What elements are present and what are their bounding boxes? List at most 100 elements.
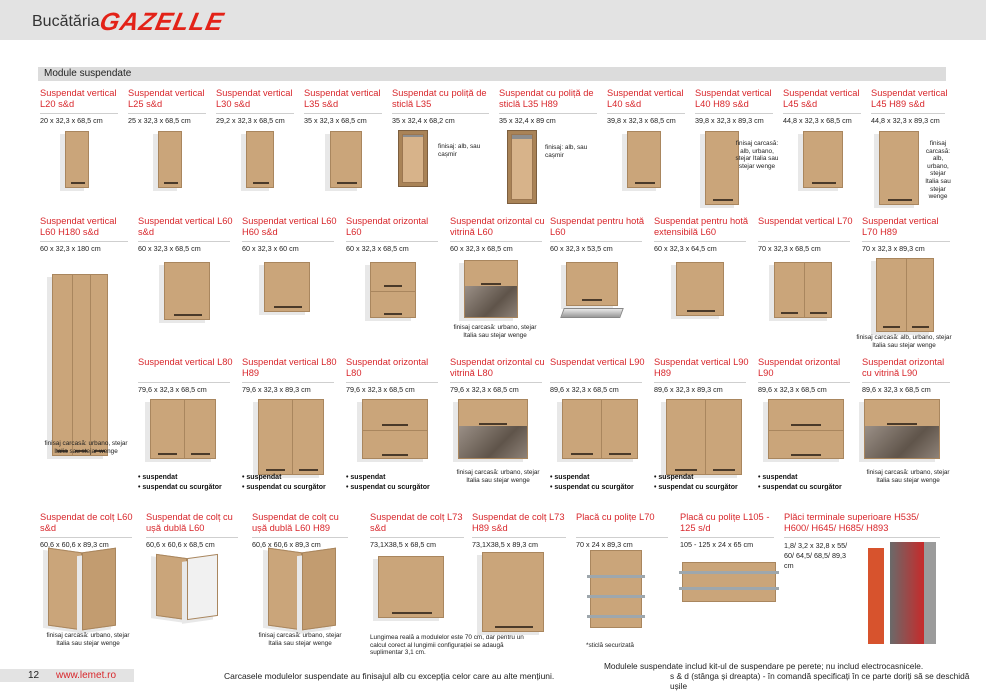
cabinet-image: [370, 262, 416, 318]
handle: [94, 450, 106, 452]
title-rule: [576, 537, 668, 538]
option-with-drainer: • suspendat cu scurgător: [346, 484, 430, 491]
handle: [480, 283, 502, 286]
door-seam: [705, 400, 706, 474]
product-dimensions: 60,6 x 60,6 x 89,3 cm: [252, 540, 321, 549]
product-dimensions: 60 x 32,3 x 180 cm: [40, 244, 101, 253]
website-link[interactable]: www.lemet.ro: [56, 670, 117, 681]
handle: [780, 312, 799, 314]
option-suspended: • suspendat: [654, 474, 694, 481]
corner-cabinet-left: [48, 547, 82, 631]
product-dimensions: 79,6 x 32,3 x 68,5 cm: [450, 385, 519, 394]
handle: [570, 453, 594, 455]
cabinet-image: [774, 262, 832, 318]
cabinet-image: [879, 131, 919, 205]
handle: [582, 299, 602, 301]
title-rule: [370, 537, 464, 538]
handle: [384, 313, 402, 315]
glass-shelf: [679, 587, 779, 590]
handle: [56, 450, 68, 452]
range-hood: [560, 308, 624, 318]
handle: [888, 199, 912, 201]
corner-cabinet-right: [187, 553, 218, 621]
shelf-board-image: [679, 562, 779, 602]
glass-shelf: [587, 595, 645, 598]
product-dimensions: 70 x 32,3 x 68,5 cm: [758, 244, 821, 253]
handle: [911, 326, 930, 328]
handle: [712, 469, 736, 471]
glass-shelf: [587, 575, 645, 578]
handle: [608, 453, 632, 455]
product-dimensions: 89,6 x 32,3 x 68,5 cm: [862, 385, 931, 394]
title-rule: [758, 241, 850, 242]
row3-item: Suspendat orizontal cu vitrină L90 89,6 x…: [862, 357, 954, 507]
product-dimensions: 39,8 x 32,3 x 68,5 cm: [607, 116, 676, 125]
product-name: Suspendat vertical L60 s&d: [138, 216, 233, 237]
corner-cabinet-left: [268, 547, 302, 631]
finish-note: finisaj carcasă: urbano, stejar Italia s…: [456, 469, 540, 484]
door-seam: [601, 400, 602, 458]
option-with-drainer: • suspendat cu scurgător: [654, 484, 738, 491]
option-with-drainer: • suspendat cu scurgător: [138, 484, 222, 491]
glass-shelf: [512, 137, 532, 139]
finish-note: finisaj carcasă: alb, urbano, stejar Ita…: [925, 140, 951, 201]
cabinet-image: [65, 131, 89, 188]
cabinet-image: [803, 131, 843, 188]
glass-shelf: [512, 135, 532, 137]
cabinet-image: [150, 399, 216, 459]
product-dimensions: 60 x 32,3 x 68,5 cm: [450, 244, 513, 253]
title-rule: [550, 382, 642, 383]
product-name: Suspendat de colț L60 s&d: [40, 512, 133, 533]
door-seam: [906, 259, 907, 331]
title-rule: [346, 382, 438, 383]
title-rule: [146, 537, 238, 538]
product-dimensions: 70 x 24 x 89,3 cm: [576, 540, 633, 549]
title-rule: [128, 113, 206, 114]
product-name: Suspendat de colț L73 s&d: [370, 512, 463, 533]
product-dimensions: 70 x 32,3 x 89,3 cm: [862, 244, 925, 253]
product-name: Suspendat vertical L70 H89: [862, 216, 939, 237]
title-rule: [654, 382, 746, 383]
title-rule: [862, 241, 950, 242]
product-name: Suspendat vertical L25 s&d: [128, 88, 205, 109]
title-rule: [607, 113, 685, 114]
handle: [686, 310, 716, 312]
finish-note: *sticlă securizată: [586, 642, 634, 649]
option-suspended: • suspendat: [138, 474, 178, 481]
option-with-drainer: • suspendat cu scurgător: [550, 484, 634, 491]
handle: [812, 182, 836, 184]
option-with-drainer: • suspendat cu scurgător: [758, 484, 842, 491]
product-name: Suspendat de colț L73 H89 s&d: [472, 512, 565, 533]
product-name: Suspendat pentru hotă L60: [550, 216, 645, 237]
glass-cabinet-image: [864, 399, 940, 459]
cabinet-image: [378, 556, 444, 618]
handle: [382, 454, 408, 456]
product-dimensions: 79,6 x 32,3 x 68,5 cm: [138, 385, 207, 394]
title-rule: [862, 382, 950, 383]
finish-note: Lungimea reală a modulelor este 70 cm, d…: [370, 634, 524, 657]
product-dimensions: 29,2 x 32,3 x 68,5 cm: [216, 116, 285, 125]
cabinet-image: [164, 262, 210, 320]
product-name: Suspendat orizontal cu vitrină L90: [862, 357, 945, 378]
product-name: Suspendat de colț cu ușă dublă L60: [146, 512, 233, 533]
finish-note: finisaj carcasă: alb, urbano, stejar Ita…: [856, 334, 952, 349]
row2-item: Suspendat vertical L70 H89 70 x 32,3 x 89…: [856, 216, 954, 366]
title-rule: [138, 382, 230, 383]
product-dimensions: 35 x 32,3 x 68,5 cm: [304, 116, 367, 125]
handle: [887, 423, 917, 426]
glass-cabinet-image: [458, 399, 528, 459]
cabinet-image: [258, 399, 324, 475]
end-panel-gray: [924, 542, 936, 644]
product-name: Suspendat vertical L80: [138, 357, 233, 367]
glass-shelf: [587, 615, 645, 618]
product-name: Suspendat vertical L90 H89: [654, 357, 749, 378]
